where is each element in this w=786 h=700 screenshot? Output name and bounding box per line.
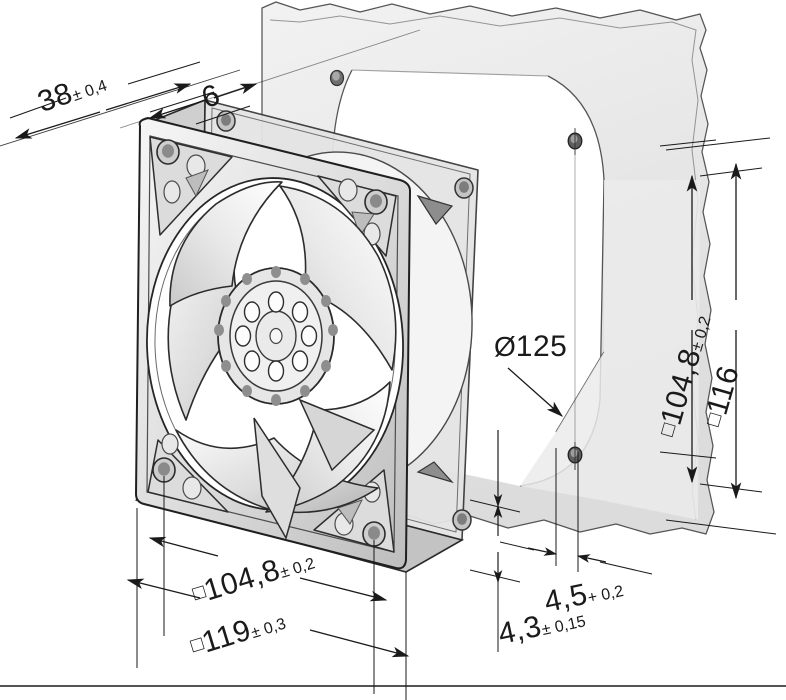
fan-impeller bbox=[167, 181, 397, 540]
housing-corner-top-left bbox=[149, 136, 233, 236]
panel-hole-bottom bbox=[567, 442, 583, 470]
dimension-lines bbox=[0, 29, 786, 700]
dim-line-4-5 bbox=[527, 547, 607, 563]
dim-line-104-8-horizontal bbox=[148, 536, 388, 602]
housing-corner-top-right bbox=[317, 175, 397, 257]
panel-hole-middle bbox=[567, 128, 583, 155]
dim-line-38 bbox=[14, 83, 192, 139]
fan-assembly bbox=[134, 98, 479, 573]
housing-corner-bottom-left bbox=[147, 433, 229, 513]
panel-hole-top bbox=[329, 69, 345, 87]
fan-hub bbox=[214, 266, 338, 406]
leader-line-diameter-125 bbox=[507, 367, 563, 417]
dim-line-119-horizontal bbox=[126, 578, 410, 658]
dim-label-bore-diameter: Ø125 bbox=[494, 330, 568, 363]
